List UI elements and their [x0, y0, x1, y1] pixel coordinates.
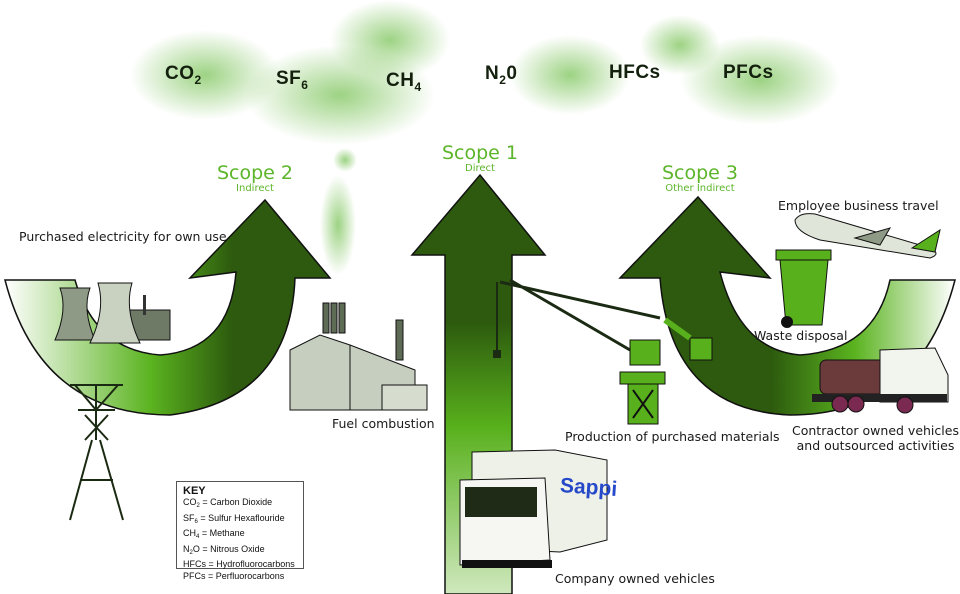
scope-3-heading: Scope 3 Other Indirect	[645, 163, 755, 194]
gas-label-pfcs: PFCs	[723, 62, 774, 83]
scope-3-title: Scope 3	[661, 162, 738, 184]
label-contractor-vehicles: Contractor owned vehicles and outsourced…	[792, 423, 959, 453]
gas-label-hfcs: HFCs	[609, 62, 661, 83]
pylon-icon	[69, 384, 124, 521]
truck-brand-logo: Sappi	[559, 474, 618, 501]
label-employee-travel: Employee business travel	[778, 198, 939, 213]
crane-icon	[493, 278, 713, 425]
emission-clouds	[130, 0, 840, 275]
scope-2-arrow	[4, 198, 332, 416]
key-title: KEY	[183, 485, 206, 497]
key-item: HFCs = Hydrofluorocarbons	[183, 559, 295, 570]
company-truck-icon	[459, 449, 608, 568]
factory-icon	[289, 302, 428, 411]
key-item: N2O = Nitrous Oxide	[183, 543, 265, 556]
power-plant-icon	[54, 282, 171, 344]
key-legend: KEY CO2 = Carbon Dioxide SF6 = Sulfur He…	[176, 481, 304, 581]
scope-1-title: Scope 1	[441, 142, 518, 164]
label-production-materials: Production of purchased materials	[565, 429, 780, 444]
scope-2-subtitle: Indirect	[236, 183, 274, 194]
gas-label-ch4: CH4	[386, 70, 422, 94]
waste-bin-icon	[775, 249, 832, 328]
gas-label-sf6: SF6	[276, 68, 309, 92]
scope-2-heading: Scope 2 Indirect	[200, 163, 310, 194]
label-purchased-electricity: Purchased electricity for own use	[19, 229, 227, 244]
key-item: SF6 = Sulfur Hexaflouride	[183, 512, 285, 525]
label-contractor-line2: and outsourced activities	[796, 438, 955, 453]
gas-label-n2o: N20	[485, 63, 518, 87]
key-item: CO2 = Carbon Dioxide	[183, 497, 273, 509]
label-company-vehicles: Company owned vehicles	[555, 571, 715, 586]
label-contractor-line1: Contractor owned vehicles	[792, 423, 959, 438]
airplane-icon	[794, 213, 941, 259]
logging-truck-icon	[812, 347, 949, 414]
scope-2-title: Scope 2	[216, 162, 293, 184]
label-fuel-combustion: Fuel combustion	[332, 416, 435, 431]
key-item: CH4 = Methane	[183, 528, 245, 541]
key-item: PFCs = Perfluorocarbons	[183, 570, 285, 581]
scope-1-heading: Scope 1 Direct	[425, 143, 535, 174]
label-waste-disposal: Waste disposal	[754, 328, 848, 343]
scope-1-subtitle: Direct	[465, 163, 495, 174]
scope-3-subtitle: Other Indirect	[665, 183, 735, 194]
gas-label-co2: CO2	[165, 63, 202, 87]
